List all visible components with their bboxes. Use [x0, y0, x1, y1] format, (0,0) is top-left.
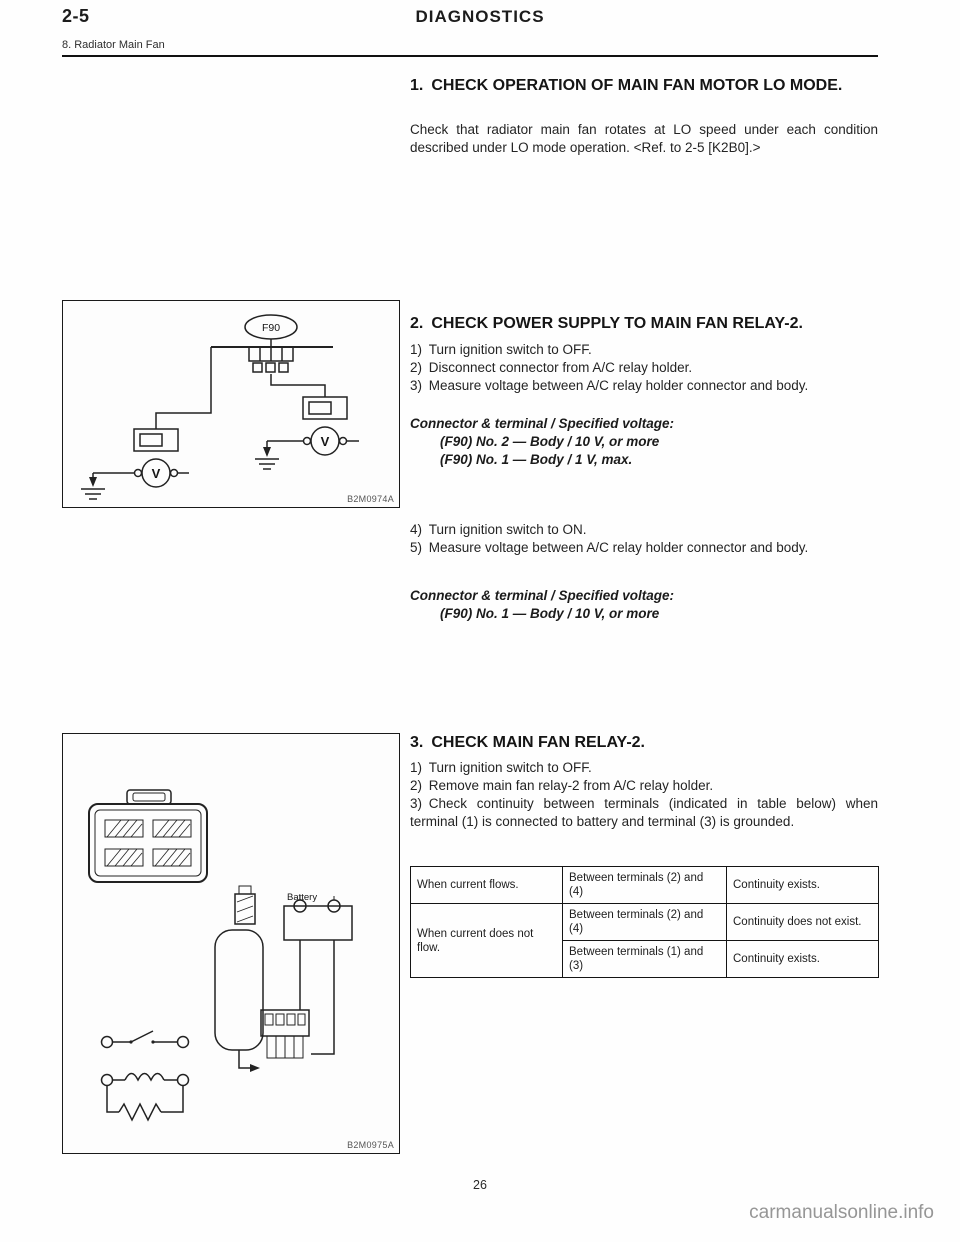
step1-body: Check that radiator main fan rotates at … — [410, 122, 878, 155]
condition-cell: When current flows. — [410, 866, 563, 904]
step2-item-5: 5) Measure voltage between A/C relay hol… — [410, 540, 809, 555]
voltage-check-diagram: F90 V V — [81, 314, 359, 500]
section-code: 2-5 — [62, 6, 90, 26]
header-divider — [62, 55, 878, 57]
ground-b-icon — [255, 441, 279, 470]
switch-icon — [113, 1030, 177, 1044]
table-row: When current does not flow. Between term… — [410, 903, 879, 978]
result-cell: Continuity exists. — [726, 940, 879, 978]
step2-item-2: 2) Disconnect connector from A/C relay h… — [410, 360, 693, 375]
step2-item-3: 3) Measure voltage between A/C relay hol… — [410, 378, 809, 393]
figure-code: B2M0974A — [347, 494, 394, 504]
continuity-table-wrap: When current flows. Between terminals (2… — [410, 866, 879, 978]
step2-spec-a: Connector & terminal / Specified voltage… — [410, 415, 878, 469]
connector-label: F90 — [262, 322, 280, 334]
page-number: 26 — [473, 1178, 487, 1192]
battery-wires — [299, 940, 335, 1055]
step2-heading: 2. CHECK POWER SUPPLY TO MAIN FAN RELAY-… — [410, 315, 803, 332]
spec-a-line-1: (F90) No. 2 — Body / 10 V, or more — [440, 434, 660, 449]
voltmeter-a-icon — [93, 428, 189, 488]
battery-icon — [283, 896, 353, 941]
terminals-cell: Between terminals (2) and (4) — [562, 866, 727, 904]
voltmeter-b-label: V — [321, 434, 330, 449]
wire-b — [270, 374, 326, 397]
terminals-cell: Between terminals (2) and (4) — [562, 903, 727, 941]
table-row: When current flows. Between terminals (2… — [410, 866, 879, 904]
step2-items-a: 1) Turn ignition switch to OFF. 2) Disco… — [410, 341, 878, 395]
step1-heading: 1. CHECK OPERATION OF MAIN FAN MOTOR LO … — [410, 77, 843, 94]
step3-heading: 3. CHECK MAIN FAN RELAY-2. — [410, 734, 645, 751]
relay-illustration-icon — [88, 789, 208, 883]
spec-a-title: Connector & terminal / Specified voltage… — [410, 416, 675, 431]
relay-circuit-schematic-icon — [100, 1030, 190, 1122]
relay-connector-icon — [260, 1009, 310, 1059]
voltmeter-a-label: V — [152, 466, 161, 481]
resistor-icon — [106, 1086, 184, 1122]
continuity-table: When current flows. Between terminals (2… — [410, 866, 879, 978]
ground-a-icon — [81, 473, 105, 500]
step3-item-2: 2) Remove main fan relay-2 from A/C rela… — [410, 778, 714, 793]
step2-item-4: 4) Turn ignition switch to ON. — [410, 522, 587, 537]
relay-holder-icon — [214, 929, 264, 1051]
result-cell: Continuity does not exist. — [726, 903, 879, 941]
step2-item-1: 1) Turn ignition switch to OFF. — [410, 342, 592, 357]
relay-check-diagram: Battery — [88, 789, 353, 1122]
voltmeter-b-icon — [267, 396, 359, 456]
watermark: carmanualsonline.info — [749, 1202, 934, 1223]
figure-relay-check: Battery B2M0975A — [62, 733, 400, 1154]
step3-item-1: 1) Turn ignition switch to OFF. — [410, 760, 592, 775]
result-cell: Continuity exists. — [726, 866, 879, 904]
condition-cell: When current does not flow. — [410, 903, 563, 978]
step3-items: 1) Turn ignition switch to OFF. 2) Remov… — [410, 759, 878, 831]
step2-spec-b: Connector & terminal / Specified voltage… — [410, 587, 878, 623]
f90-connector-icon — [211, 314, 333, 373]
fusible-link-icon — [234, 885, 256, 925]
pointer-arrow-icon — [238, 1050, 260, 1072]
battery-label: Battery — [287, 892, 317, 903]
spec-b-title: Connector & terminal / Specified voltage… — [410, 588, 675, 603]
step2-items-b: 4) Turn ignition switch to ON. 5) Measur… — [410, 521, 878, 557]
spec-a-line-2: (F90) No. 1 — Body / 1 V, max. — [440, 452, 633, 467]
coil-icon — [113, 1072, 177, 1082]
figure-voltage-check: F90 V V B2M0974A — [62, 300, 400, 508]
page-title: DIAGNOSTICS — [415, 7, 545, 26]
figure-code: B2M0975A — [347, 1140, 394, 1150]
terminals-cell: Between terminals (1) and (3) — [562, 940, 727, 978]
step3-item-3: 3) Check continuity between terminals (i… — [410, 796, 878, 829]
table-row: Between terminals (1) and (3) Continuity… — [411, 940, 879, 978]
subsection-title: 8. Radiator Main Fan — [62, 39, 165, 51]
wire-a — [155, 347, 212, 429]
spec-b-line-1: (F90) No. 1 — Body / 10 V, or more — [440, 606, 660, 621]
